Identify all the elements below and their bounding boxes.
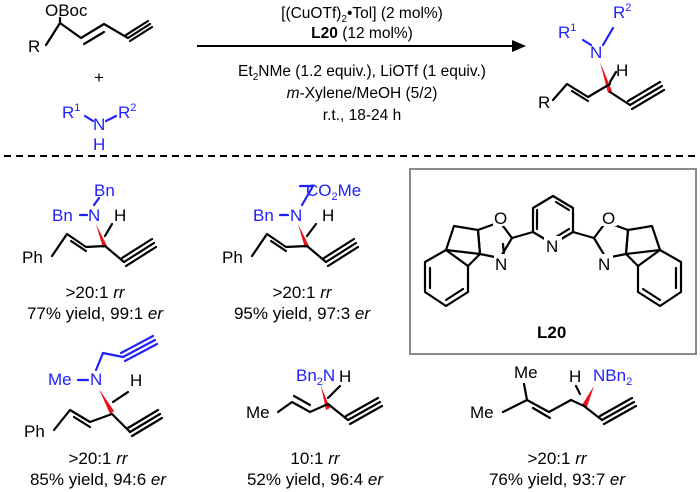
svg-text:Ph: Ph	[22, 248, 43, 267]
svg-text:R1: R1	[558, 22, 576, 42]
substrate-structure: OBoc R	[28, 1, 154, 56]
svg-text:CO2Me: CO2Me	[306, 181, 361, 203]
example-4-rr: 10:1 rr	[290, 449, 340, 468]
reaction-arrow	[197, 40, 526, 52]
svg-text:N: N	[290, 206, 302, 225]
example-5-structure: Me Me H NBn2	[470, 363, 638, 426]
svg-text:R2: R2	[118, 102, 136, 122]
example-3-structure: Me N H Ph	[24, 334, 164, 441]
example-3-rr: >20:1 rr	[68, 449, 128, 468]
amine-reagent: R1 N R2 H	[62, 102, 136, 154]
svg-text:O: O	[602, 209, 615, 228]
amine-r2-sup: 2	[130, 102, 136, 114]
example-4-yield: 52% yield, 96:4 er	[247, 470, 384, 489]
amine-n: N	[93, 115, 105, 134]
example-4-structure: Bn2N H Me	[246, 366, 384, 426]
amine-h: H	[93, 135, 105, 154]
example-1-yield: 77% yield, 99:1 er	[27, 304, 164, 323]
svg-text:H: H	[322, 206, 334, 225]
example-1-rr: >20:1 rr	[65, 283, 125, 302]
svg-text:H: H	[339, 367, 351, 386]
cond-solvent: m	[287, 85, 300, 102]
cond-ligand: L20	[311, 25, 338, 42]
svg-text:H: H	[130, 371, 142, 390]
ligand-box	[409, 168, 697, 355]
svg-text:Me: Me	[514, 363, 538, 382]
example-2-structure: CO2Me Bn N H Ph	[222, 181, 361, 268]
svg-text:N: N	[88, 206, 100, 225]
svg-text:H: H	[114, 206, 126, 225]
svg-text:m-Xylene/MeOH (5/2): m-Xylene/MeOH (5/2)	[287, 85, 438, 102]
product-structure: R1 R2 N H R	[538, 2, 666, 112]
amine-r1-sup: 1	[74, 102, 80, 114]
amine-r2: R	[118, 103, 130, 122]
svg-text:R2: R2	[613, 2, 631, 22]
svg-text:Et2NMe (1.2 equiv.), LiOTf (1: Et2NMe (1.2 equiv.), LiOTf (1 equiv.)	[238, 63, 486, 83]
svg-text:Bn: Bn	[94, 181, 115, 200]
ligand-n-pyridine: N	[546, 237, 558, 256]
example-5-yield: 76% yield, 93:7 er	[489, 470, 626, 489]
svg-text:O: O	[494, 209, 507, 228]
plus-sign: +	[94, 68, 104, 87]
svg-text:Me: Me	[470, 403, 494, 422]
example-3-yield: 85% yield, 94:6 er	[30, 470, 167, 489]
example-1-structure: Bn Bn N H Ph	[22, 181, 158, 268]
svg-text:N: N	[495, 255, 507, 274]
svg-text:N: N	[90, 370, 102, 389]
ligand-label: L20	[537, 323, 566, 342]
svg-text:L20 (12 mol%): L20 (12 mol%)	[311, 25, 413, 42]
svg-text:Bn2N: Bn2N	[296, 366, 335, 388]
substrate-r-label: R	[28, 37, 40, 56]
svg-text:[(CuOTf)2•Tol] (2 mol%): [(CuOTf)2•Tol] (2 mol%)	[281, 5, 443, 25]
cond-base: Et	[238, 63, 253, 80]
svg-text:NBn2: NBn2	[593, 366, 632, 388]
product-h: H	[616, 61, 628, 80]
svg-text:Me: Me	[48, 370, 72, 389]
cond-time: r.t., 18-24 h	[323, 107, 401, 124]
example-2-rr: >20:1 rr	[272, 283, 332, 302]
svg-text:Ph: Ph	[222, 248, 243, 267]
obo-label: OBoc	[45, 1, 88, 20]
reaction-conditions: [(CuOTf)2•Tol] (2 mol%) L20 (12 mol%) Et…	[238, 5, 486, 124]
svg-text:R1: R1	[62, 102, 80, 122]
product-r: R	[538, 93, 550, 112]
svg-text:Me: Me	[246, 403, 270, 422]
svg-text:Bn: Bn	[253, 206, 274, 225]
example-2-yield: 95% yield, 97:3 er	[234, 304, 371, 323]
svg-text:Ph: Ph	[24, 422, 45, 441]
svg-text:N: N	[598, 255, 610, 274]
example-5-rr: >20:1 rr	[527, 449, 587, 468]
svg-text:H: H	[569, 367, 581, 386]
cond-line1: [(CuOTf)	[281, 5, 341, 22]
amine-r1: R	[62, 103, 74, 122]
svg-text:Bn: Bn	[52, 206, 73, 225]
product-n: N	[590, 43, 602, 62]
ligand-l20-structure: N O O N N L20	[423, 194, 683, 342]
